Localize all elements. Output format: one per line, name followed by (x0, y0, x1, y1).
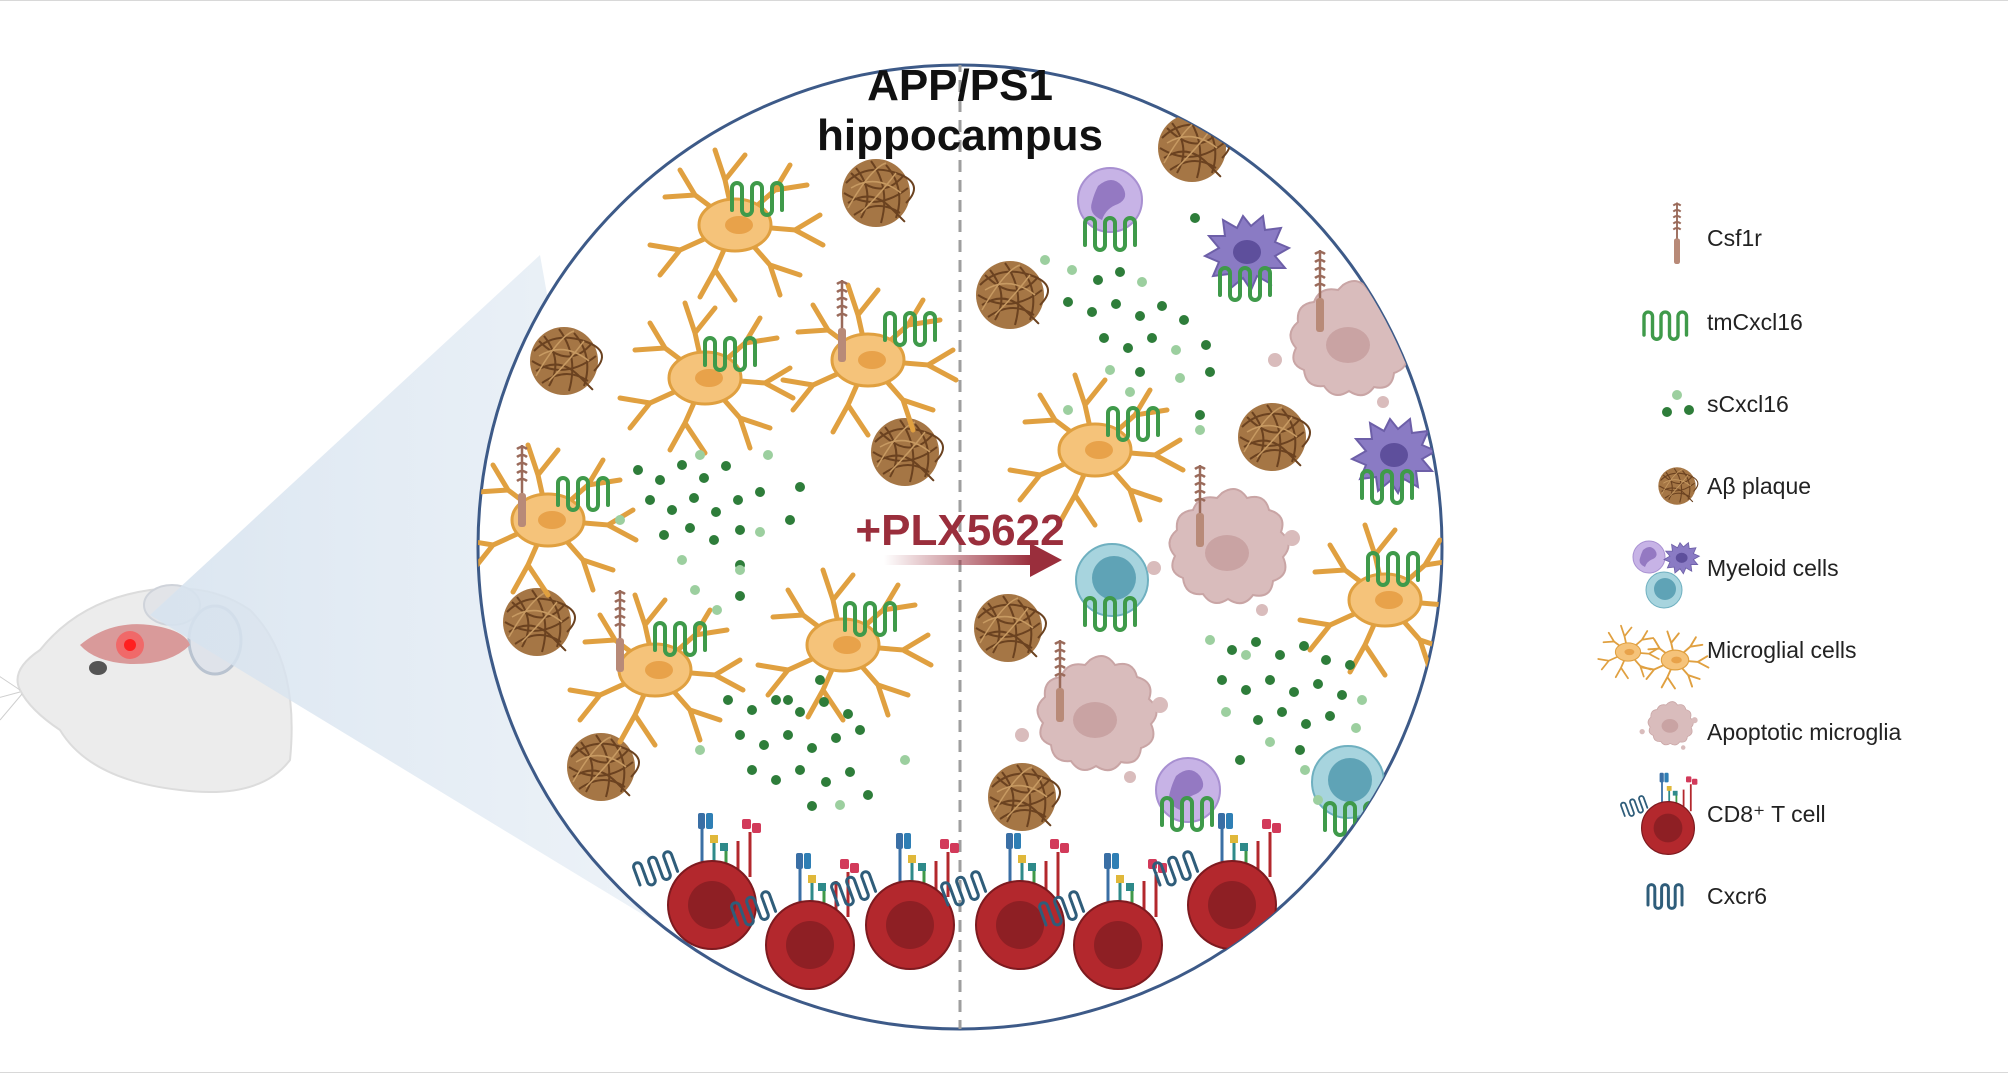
legend-label-scxcl16: sCxcl16 (1707, 391, 1789, 417)
legend-label-csf1r: Csf1r (1707, 225, 1762, 251)
myeloid-cells-icon (1632, 540, 1700, 609)
title-line-2: hippocampus (817, 111, 1103, 160)
legend: Csf1r tmCxcl16 sCxcl16 Aβ plaque Myeloid… (1597, 201, 1902, 910)
title-line-1: APP/PS1 (867, 61, 1053, 110)
cd8-t-cell-icon (1619, 771, 1699, 856)
microglial-cells-icon (1597, 624, 1710, 690)
legend-label-cxcr6: Cxcr6 (1707, 883, 1767, 909)
tmcxcl16-icon (1642, 310, 1689, 341)
legend-label-myeloid-cells: Myeloid cells (1707, 555, 1839, 581)
legend-label-tmcxcl16: tmCxcl16 (1707, 309, 1803, 335)
csf1r-icon (1672, 201, 1682, 265)
legend-label-cd8-t-cell: CD8⁺ T cell (1707, 801, 1826, 827)
legend-label-microglial-cells: Microglial cells (1707, 637, 1857, 663)
treatment-arrow (884, 543, 1062, 577)
cxcr6-icon (1646, 883, 1684, 910)
legend-label-apoptotic-microglia: Apoptotic microglia (1707, 719, 1902, 745)
abeta-plaque-icon (1657, 466, 1699, 506)
scxcl16-icon (1662, 390, 1694, 417)
treatment-label: +PLX5622 (855, 506, 1064, 555)
legend-label-abeta-plaque: Aβ plaque (1707, 473, 1811, 499)
apoptotic-microglia-icon (1639, 701, 1699, 751)
